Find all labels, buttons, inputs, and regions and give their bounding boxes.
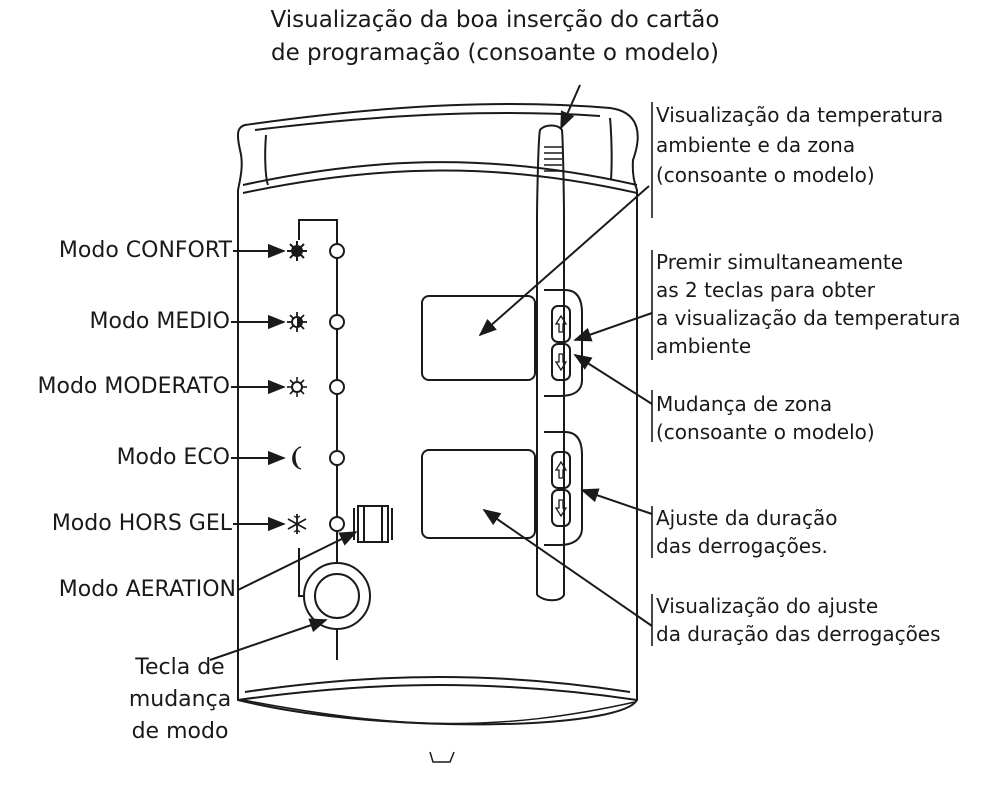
press-both-label: Premir simultaneamente as 2 teclas para … <box>656 250 961 358</box>
mode-horsgel-label: Modo HORS GEL <box>51 511 232 536</box>
sun-half-icon <box>287 312 307 332</box>
mode-change-key[interactable] <box>303 562 371 630</box>
derogation-display-leader <box>482 508 653 627</box>
sun-solid-icon <box>287 241 307 261</box>
temperature-keys-housing <box>544 289 583 397</box>
temperature-display <box>421 295 536 381</box>
mode-led <box>329 450 345 466</box>
temp-display-leader <box>478 185 650 337</box>
mode-key-label: Tecla de mudança de modo <box>128 655 232 744</box>
derogation-adjust-label: Ajuste da duração das derrogações. <box>656 506 838 558</box>
mode-led <box>329 314 345 330</box>
snowflake-icon <box>287 514 307 534</box>
card-insertion-label: Visualização da boa inserção do cartão d… <box>270 7 720 66</box>
derogation-display <box>421 449 536 539</box>
sun-outline-icon <box>287 377 307 397</box>
window-icon <box>353 505 393 543</box>
zone-change-label: Mudança de zona (consoante o modelo) <box>656 392 875 444</box>
mode-eco-label: Modo ECO <box>116 445 230 470</box>
derogation-adjust-leader <box>580 488 653 515</box>
device-housing <box>236 102 639 763</box>
temp-zone-display-label: Visualização da temperatura ambiente e d… <box>656 103 944 187</box>
press-both-leader <box>573 312 653 342</box>
mode-confort-label: Modo CONFORT <box>58 238 232 263</box>
card-slot <box>536 124 565 602</box>
aeration-leader <box>237 531 358 591</box>
derogation-display-label: Visualização do ajuste da duração das de… <box>656 594 941 646</box>
card-leader <box>560 84 581 130</box>
mode-medio-label: Modo MEDIO <box>89 309 231 334</box>
zone-change-leader <box>573 354 653 405</box>
mode-led <box>329 516 345 532</box>
mode-led <box>329 379 345 395</box>
derogation-up-key[interactable] <box>551 451 571 489</box>
mode-moderato-label: Modo MODERATO <box>37 374 231 399</box>
mode-key-leader <box>209 618 328 661</box>
derogation-down-key[interactable] <box>551 489 571 527</box>
moon-icon <box>292 446 302 470</box>
temperature-up-key[interactable] <box>551 305 571 343</box>
mode-indicator-rail <box>298 219 345 660</box>
mode-led <box>329 243 345 259</box>
mode-aeration-label: Modo AERATION <box>58 577 236 602</box>
temperature-down-key[interactable] <box>551 343 571 381</box>
